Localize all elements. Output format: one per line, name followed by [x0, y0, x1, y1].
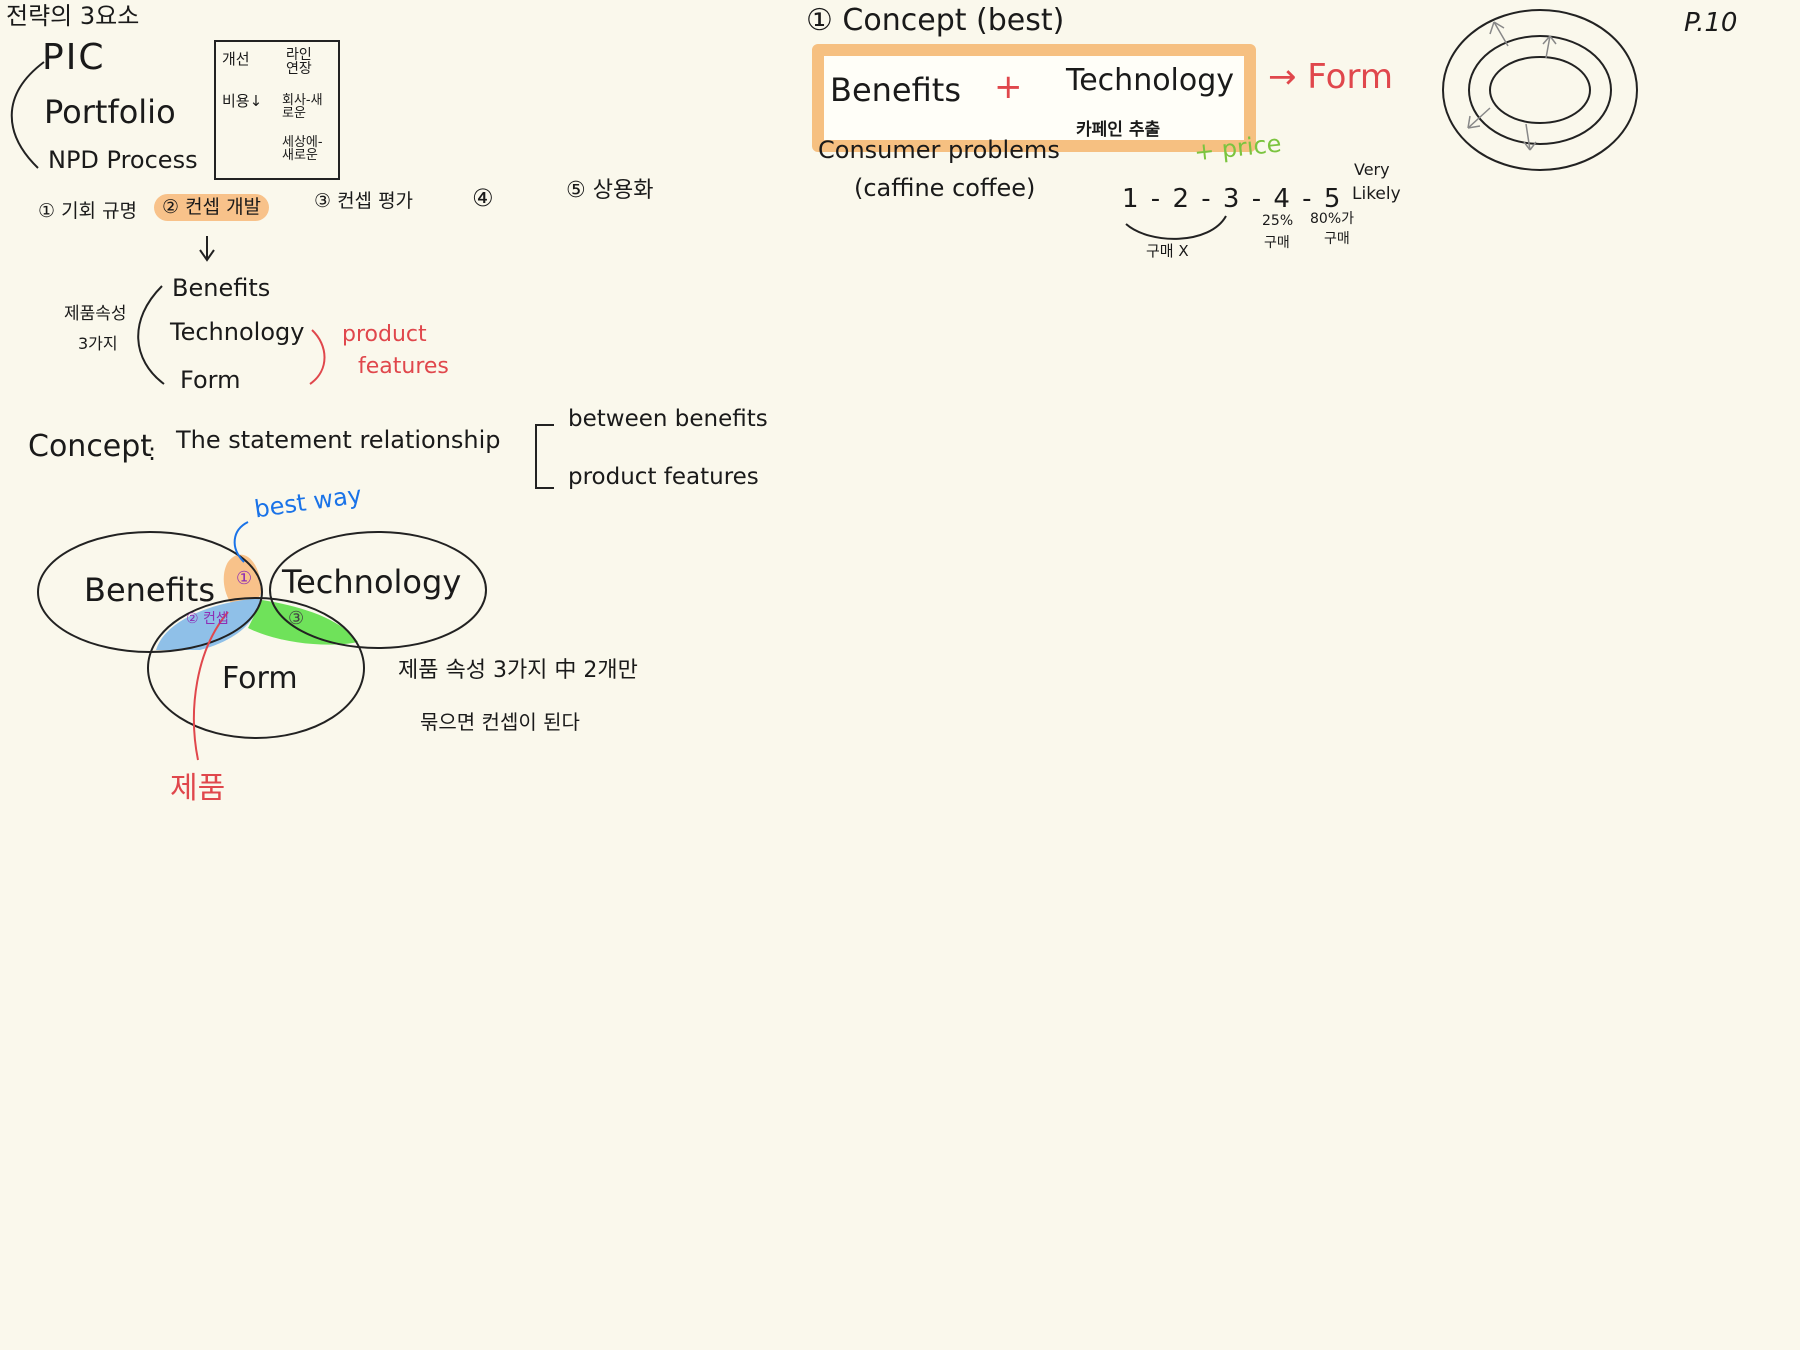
item-pic: PIC: [42, 37, 106, 78]
concept-lead: Concept: [28, 429, 153, 464]
step-5: ⑤ 상용화: [566, 178, 654, 203]
venn-note-line2: 묶으면 컨셉이 된다: [420, 710, 580, 734]
box-technology: Technology: [1066, 63, 1235, 98]
grid-cell-new-to-company: 회사-새로운: [282, 93, 323, 121]
attribute-technology: Technology: [170, 318, 305, 346]
scale-arc: [1125, 215, 1227, 240]
grid-cell-improve: 개선: [222, 50, 250, 68]
arrow-form: → Form: [1268, 57, 1393, 97]
scale-likely: Likely: [1352, 184, 1401, 204]
scale-buy-x: 구매 X: [1146, 242, 1189, 260]
best-way-pointer: [233, 521, 249, 563]
venn-technology-circle: [269, 531, 487, 649]
venn-zone-1-label: ①: [236, 568, 253, 589]
step-4: ④: [472, 184, 494, 212]
ring-inner: [1489, 56, 1591, 124]
ring-arrow-3: [1467, 107, 1491, 129]
concept-formula-box: [812, 44, 1256, 152]
heading-strategy: 전략의 3요소: [6, 2, 140, 30]
step-1: ① 기회 규명: [38, 200, 138, 222]
concept-product-features: product features: [568, 464, 759, 490]
item-npd-process: NPD Process: [48, 146, 198, 174]
step-2: ② 컨셉 개발: [154, 194, 270, 221]
definition-bracket: [535, 424, 554, 489]
venn-form-circle: [147, 597, 365, 739]
venn-note-line1: 제품 속성 3가지 中 2개만: [398, 658, 638, 683]
likert-scale: 1 - 2 - 3 - 4 - 5: [1122, 184, 1343, 214]
venn-label-benefits: Benefits: [84, 571, 215, 609]
venn-product-label: 제품: [170, 771, 226, 806]
venn-label-technology: Technology: [282, 563, 462, 601]
ring-arrow-1: [1489, 21, 1509, 47]
ring-outer: [1442, 9, 1638, 171]
attribute-benefits: Benefits: [172, 274, 271, 302]
growth-grid: [214, 40, 340, 180]
concept-statement: The statement relationship: [176, 426, 501, 454]
scale-25pct: 25%: [1262, 213, 1294, 229]
attribute-form: Form: [180, 366, 241, 394]
ring-arrow-4: [1523, 123, 1537, 151]
venn-label-form: Form: [222, 661, 298, 696]
attributes-count: 3가지: [78, 334, 118, 353]
scale-buy-2: 구매: [1324, 231, 1350, 247]
venn-zone-3: [248, 600, 358, 645]
ring-middle: [1468, 35, 1612, 145]
venn-zone-3-label: ③: [288, 608, 305, 629]
scale-80pct: 80%가: [1310, 211, 1354, 227]
attributes-bracket: [137, 285, 165, 385]
features-bracket: [309, 329, 326, 385]
page-number: P.10: [1684, 8, 1738, 38]
box-plus: +: [994, 67, 1023, 107]
concept-colon: :: [148, 438, 157, 466]
grid-cell-line-extension: 라인 연장: [286, 47, 312, 77]
pic-bracket: [10, 61, 45, 169]
box-benefits: Benefits: [830, 71, 961, 109]
venn-zone-2-label: ② 컨셉: [186, 611, 229, 627]
grid-cell-new-to-world: 세상에-새로운: [282, 135, 323, 163]
attributes-label: 제품속성: [64, 304, 127, 324]
item-portfolio: Portfolio: [44, 93, 176, 131]
ring-arrow-2: [1542, 35, 1557, 59]
scale-very: Very: [1354, 160, 1390, 179]
concept-between-benefits: between benefits: [568, 406, 768, 432]
product-features-line1: product: [342, 322, 427, 347]
step-3: ③ 컨셉 평가: [314, 190, 414, 212]
concept-best-title: ① Concept (best): [806, 3, 1065, 38]
down-arrow: [199, 236, 215, 262]
product-features-line2: features: [358, 354, 449, 379]
consumer-problems: Consumer problems: [818, 136, 1060, 164]
caffine-coffee: (caffine coffee): [854, 174, 1036, 202]
caffeine-extraction: 카페인 추출: [1076, 120, 1161, 140]
venn-zone-2: [156, 598, 260, 650]
grid-cell-cost-down: 비용↓: [222, 92, 263, 110]
product-pointer: [193, 611, 229, 761]
scale-buy-1: 구매: [1264, 235, 1290, 251]
